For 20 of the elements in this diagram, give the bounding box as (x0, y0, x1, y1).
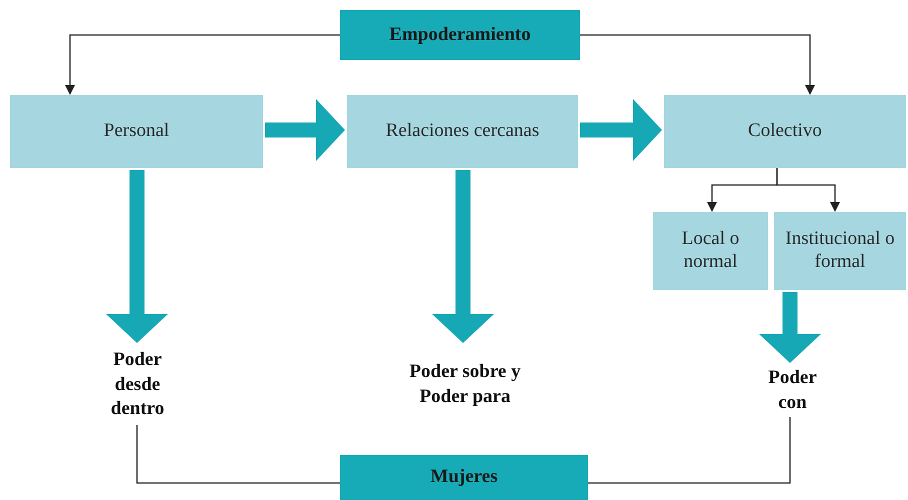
header-box: Empoderamiento (340, 10, 580, 60)
arrow (776, 168, 840, 212)
process-box: Personal (10, 95, 263, 168)
process-box: Relaciones cercanas (347, 95, 578, 168)
connector-line (136, 425, 340, 484)
block-arrow (265, 99, 345, 161)
process-box: Colectivo (664, 95, 906, 168)
process-box: Institucional o formal (774, 212, 906, 290)
process-box: Local o normal (653, 212, 768, 290)
header-box: Mujeres (340, 455, 588, 500)
block-arrow (432, 170, 494, 343)
block-arrow (580, 99, 662, 161)
connector-line (588, 417, 791, 484)
result-label: Poder desde dentro (95, 345, 180, 425)
result-label: Poder con (755, 365, 830, 417)
block-arrow (106, 170, 168, 343)
block-arrow (759, 292, 821, 363)
result-label: Poder sobre y Poder para (395, 345, 535, 425)
arrow (580, 34, 815, 95)
arrow (65, 34, 340, 95)
